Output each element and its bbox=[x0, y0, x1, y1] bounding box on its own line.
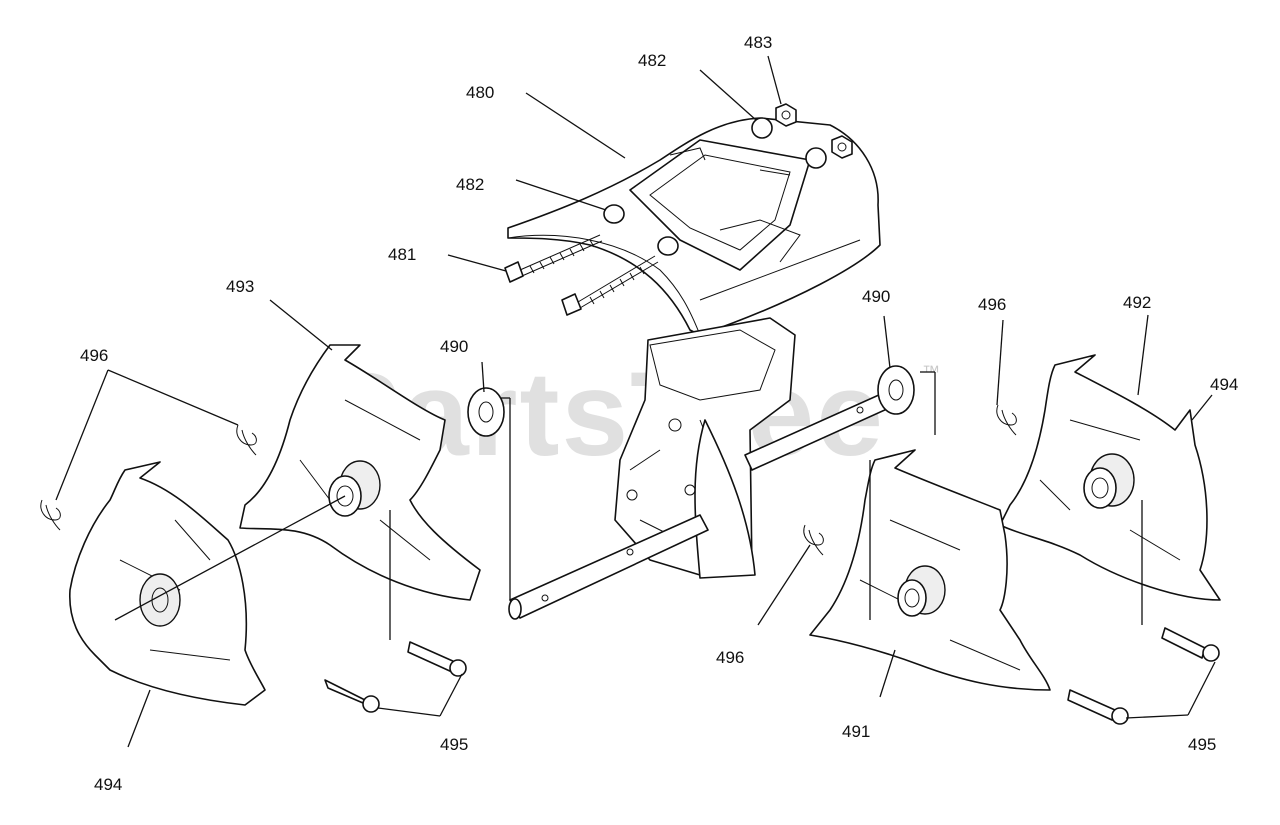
callout-496-left: 496 bbox=[80, 346, 108, 365]
callout-494-left: 494 bbox=[94, 775, 122, 794]
tine-shield-part[interactable] bbox=[507, 117, 881, 336]
transmission-housing-part[interactable] bbox=[614, 317, 796, 579]
callout-496-right: 496 bbox=[978, 295, 1006, 314]
callout-494-right: 494 bbox=[1210, 375, 1238, 394]
callout-490-left: 490 bbox=[440, 337, 468, 356]
tine-491-part[interactable] bbox=[809, 449, 1051, 691]
tine-492-part[interactable] bbox=[999, 354, 1221, 601]
clevis-pin-left-upper-part[interactable] bbox=[407, 641, 467, 677]
washer-left-part[interactable] bbox=[467, 387, 505, 437]
callout-490-right: 490 bbox=[862, 287, 890, 306]
callout-482-mid: 482 bbox=[456, 175, 484, 194]
hairpin-clip-left-inner-part[interactable] bbox=[236, 424, 257, 456]
callout-492: 492 bbox=[1123, 293, 1151, 312]
nut-483-part[interactable] bbox=[775, 103, 853, 159]
hairpin-clip-right-part[interactable] bbox=[996, 404, 1017, 436]
callout-483: 483 bbox=[744, 33, 772, 52]
clevis-pin-right-lower-part[interactable] bbox=[1067, 689, 1129, 725]
callout-481: 481 bbox=[388, 245, 416, 264]
callout-482-top: 482 bbox=[638, 51, 666, 70]
callout-495-right: 495 bbox=[1188, 735, 1216, 754]
callout-labels: 480 481 482 482 483 490 490 491 492 493 … bbox=[80, 33, 1238, 794]
callout-491: 491 bbox=[842, 722, 870, 741]
clevis-pin-right-upper-part[interactable] bbox=[1161, 627, 1220, 662]
tine-494-left-part[interactable] bbox=[69, 461, 266, 706]
bolt-upper-part[interactable] bbox=[504, 234, 603, 283]
clevis-pin-left-lower-part[interactable] bbox=[324, 679, 380, 713]
hairpin-clip-left-outer-part[interactable] bbox=[40, 499, 61, 531]
leader-lines bbox=[55, 55, 1216, 748]
callout-493: 493 bbox=[226, 277, 254, 296]
spacer-482-part[interactable] bbox=[603, 117, 827, 256]
hairpin-clip-mid-part[interactable] bbox=[803, 524, 824, 556]
washer-right-part[interactable] bbox=[877, 365, 915, 415]
callout-480: 480 bbox=[466, 83, 494, 102]
tine-shaft-part[interactable] bbox=[508, 389, 899, 620]
callout-495-left: 495 bbox=[440, 735, 468, 754]
bolt-lower-part[interactable] bbox=[561, 255, 659, 316]
callout-496-mid: 496 bbox=[716, 648, 744, 667]
